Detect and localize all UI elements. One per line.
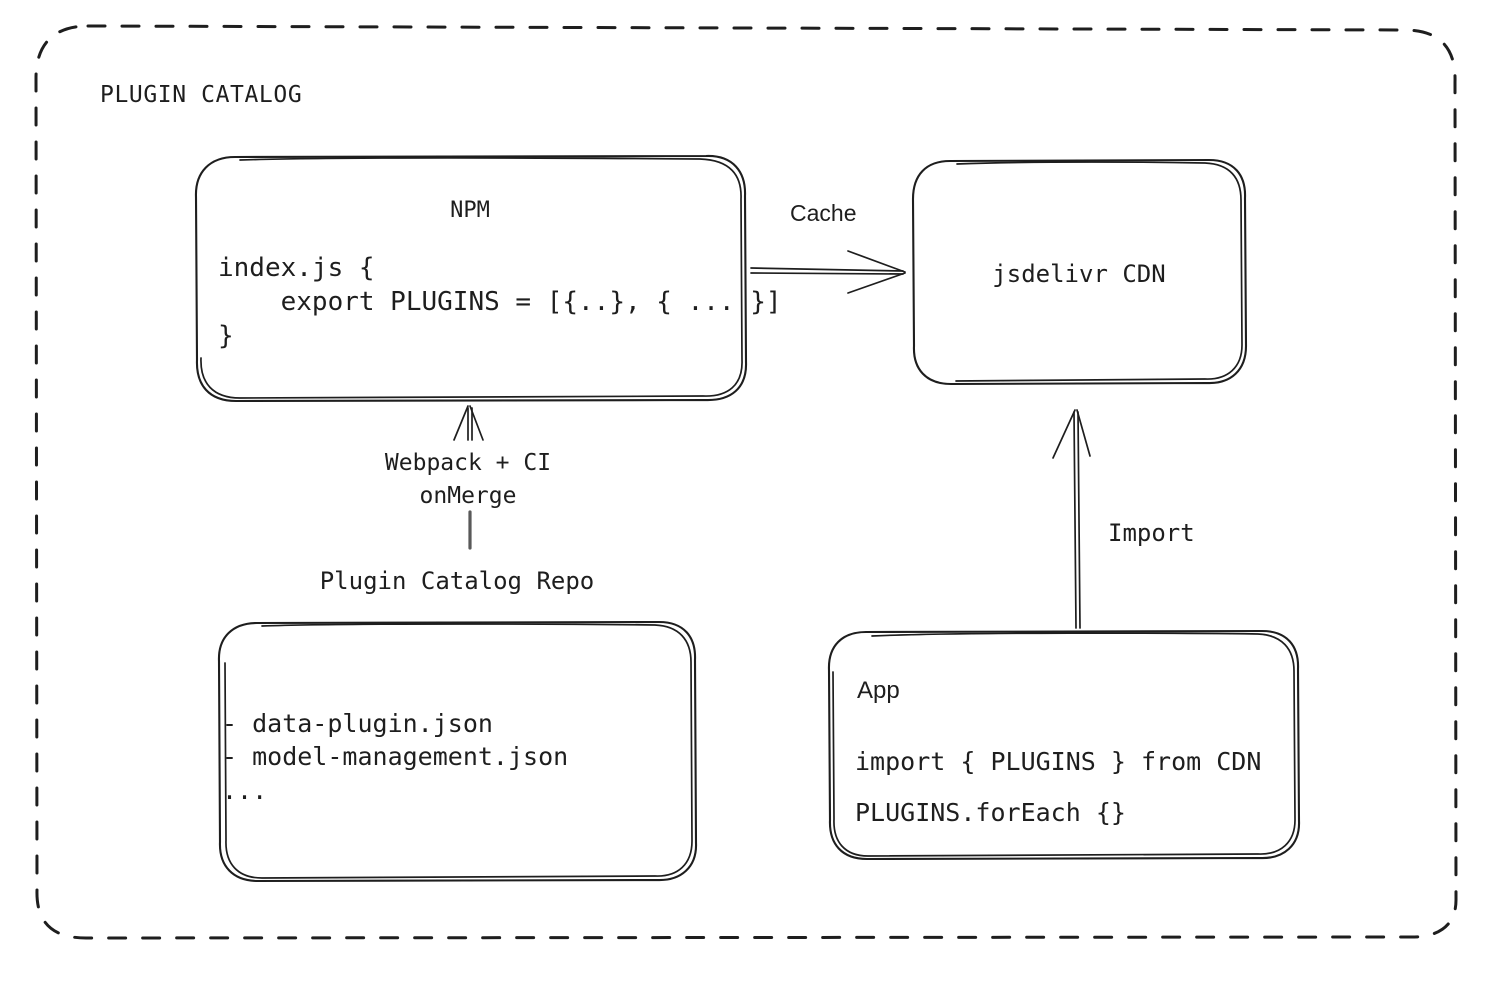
import-arrow (1052, 409, 1091, 629)
build-edge-label: Webpack + CI onMerge (343, 447, 593, 512)
app-code-line-1: import { PLUGINS } from CDN (855, 747, 1262, 776)
repo-file-list: - data-plugin.json - model-management.js… (222, 707, 568, 807)
cdn-node[interactable] (913, 160, 1246, 384)
cache-edge-label: Cache (790, 200, 857, 226)
repo-node[interactable] (218, 622, 696, 882)
import-edge-label: Import (1108, 519, 1195, 547)
repo-file-item-2: - model-management.json (222, 742, 569, 772)
npm-node[interactable] (196, 156, 746, 402)
repo-file-item-3: ... (222, 775, 268, 805)
group-title: PLUGIN CATALOG (100, 82, 303, 108)
build-edge-label-line-2: onMerge (419, 482, 517, 509)
app-node-title: App (857, 677, 900, 704)
app-node[interactable] (828, 631, 1299, 859)
repo-node-title: Plugin Catalog Repo (319, 567, 595, 595)
npm-code-line-1: index.js { (218, 253, 375, 283)
app-code-line-2: PLUGINS.forEach {} (855, 798, 1126, 828)
repo-file-item-1: - data-plugin.json (222, 709, 493, 738)
app-code-block: import { PLUGINS } from CDN PLUGINS.forE… (855, 736, 1261, 839)
npm-code-block: index.js { export PLUGINS = [{..}, { ...… (218, 252, 782, 353)
cdn-node-label: jsdelivr CDN (992, 260, 1166, 288)
npm-node-title: NPM (450, 198, 490, 223)
build-edge-label-line-1: Webpack + CI (384, 450, 552, 476)
npm-code-line-3: } (218, 320, 234, 351)
npm-code-line-2: export PLUGINS = [{..}, { ... }] (218, 286, 782, 317)
